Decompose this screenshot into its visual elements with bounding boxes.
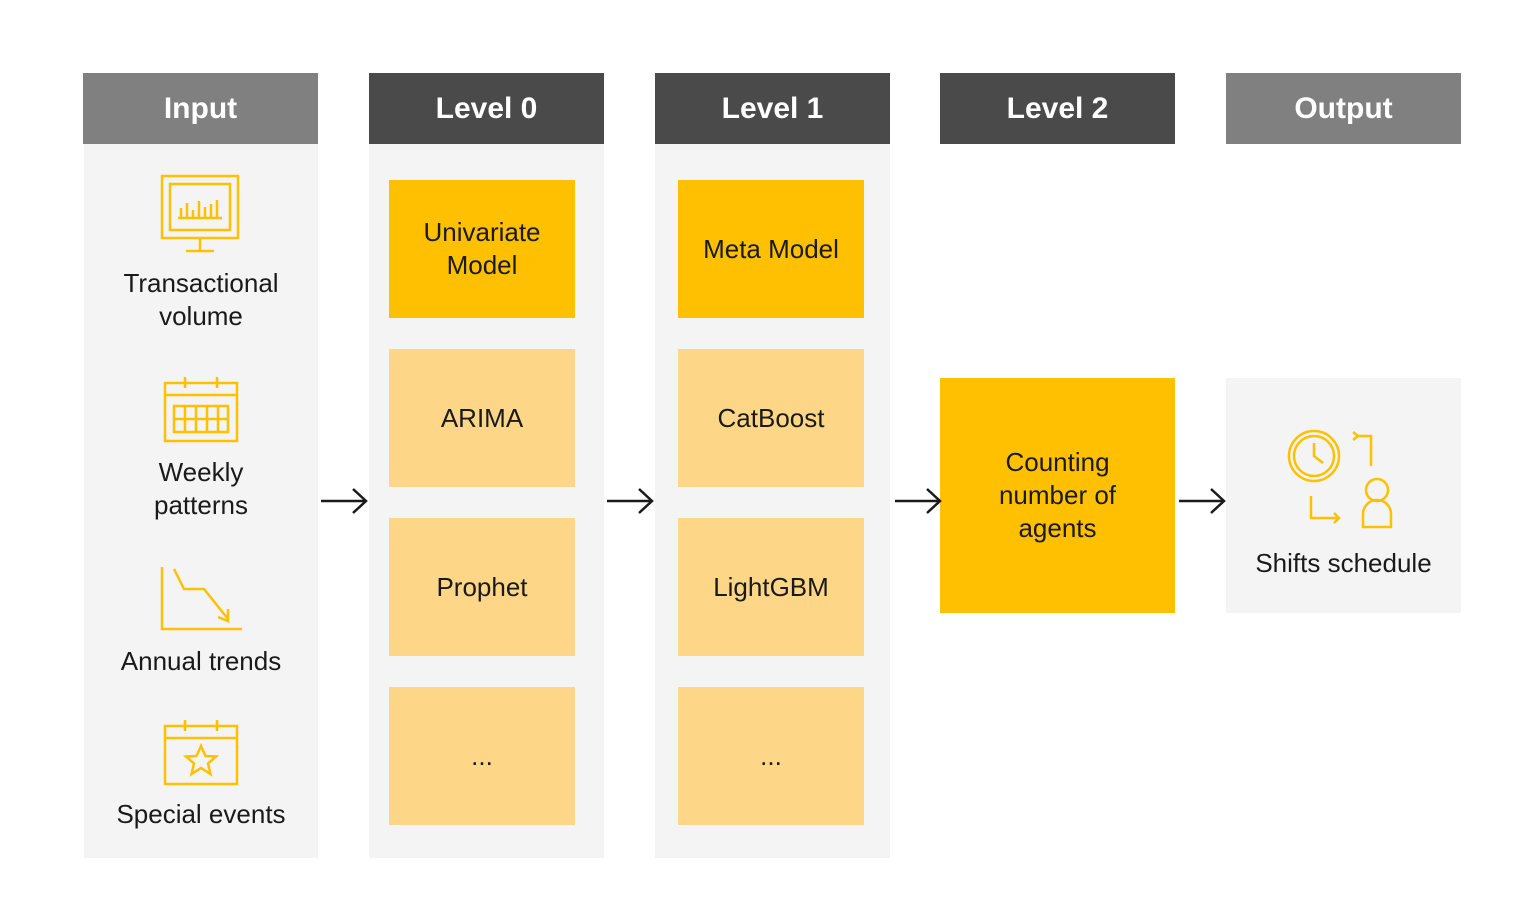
- level1-lightgbm: LightGBM: [678, 518, 864, 656]
- input-label: Transactional volume: [123, 268, 279, 331]
- input-label: Special events: [116, 799, 286, 829]
- input-item-weekly-patterns: Weekly patterns: [84, 375, 318, 522]
- arrow-right-icon: [895, 488, 942, 514]
- level1-header: Level 1: [655, 73, 890, 144]
- output-label: Shifts schedule: [1255, 548, 1432, 578]
- calendar-icon: [163, 377, 239, 443]
- level2-counting-agents: Counting number of agents: [940, 378, 1175, 613]
- arrow-right-icon: [607, 488, 654, 514]
- level0-arima: ARIMA: [389, 349, 575, 487]
- arrow-right-icon: [1179, 488, 1226, 514]
- level0-header: Level 0: [369, 73, 604, 144]
- input-label: Weekly patterns: [154, 457, 248, 520]
- level2-header: Level 2: [940, 73, 1175, 144]
- level0-more: ...: [389, 687, 575, 825]
- arrow-right-icon: [321, 488, 368, 514]
- level1-catboost: CatBoost: [678, 349, 864, 487]
- calendar-star-icon: [163, 720, 239, 786]
- input-header: Input: [83, 73, 318, 144]
- level0-univariate-model: Univariate Model: [389, 180, 575, 318]
- output-shifts-schedule: Shifts schedule: [1226, 378, 1461, 613]
- clock-person-swap-icon: [1287, 429, 1393, 529]
- trend-down-icon: [160, 567, 242, 631]
- input-item-annual-trends: Annual trends: [84, 565, 318, 678]
- level1-meta-model: Meta Model: [678, 180, 864, 318]
- input-item-special-events: Special events: [84, 718, 318, 831]
- input-item-transactional-volume: Transactional volume: [84, 173, 318, 333]
- monitor-chart-icon: [160, 174, 240, 253]
- level0-prophet: Prophet: [389, 518, 575, 656]
- output-header: Output: [1226, 73, 1461, 144]
- level1-more: ...: [678, 687, 864, 825]
- input-label: Annual trends: [120, 646, 282, 676]
